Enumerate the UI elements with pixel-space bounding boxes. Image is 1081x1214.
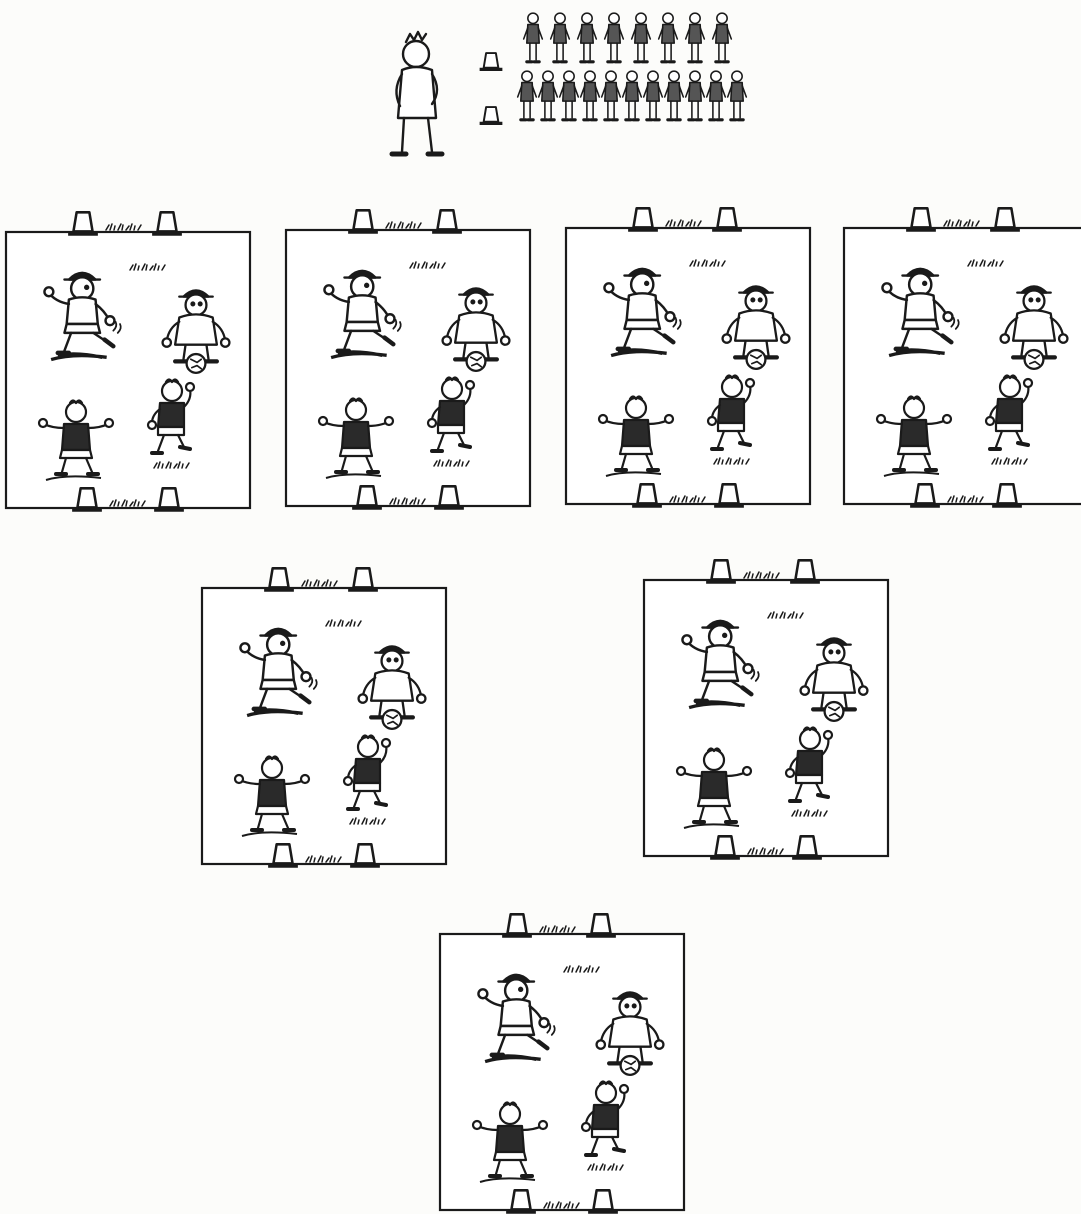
group-player-icon [551, 13, 570, 62]
group-player-icon [581, 71, 600, 120]
group-player-icon [560, 71, 579, 120]
drill-field-icon [202, 568, 446, 867]
group-player-icon [659, 13, 678, 62]
players-group-icon [518, 13, 747, 120]
group-player-icon [632, 13, 651, 62]
drill-field-icon [566, 208, 810, 507]
drill-fields [6, 208, 1081, 1213]
group-player-icon [605, 13, 624, 62]
group-player-icon [686, 71, 705, 120]
group-player-icon [518, 71, 537, 120]
group-player-icon [602, 71, 621, 120]
drill-field-icon [6, 212, 250, 511]
drill-field-icon [286, 210, 530, 509]
group-cone-icon [480, 107, 503, 125]
group-player-icon [728, 71, 747, 120]
group-player-icon [524, 13, 543, 62]
drill-field-icon [644, 560, 888, 859]
group-player-icon [686, 13, 705, 62]
group-player-icon [623, 71, 642, 120]
group-player-icon [713, 13, 732, 62]
group-player-icon [707, 71, 726, 120]
group-player-icon [578, 13, 597, 62]
drill-field-icon [440, 914, 684, 1213]
group-player-icon [644, 71, 663, 120]
group-cone-icon [480, 53, 503, 71]
coach-figure-icon [392, 32, 442, 154]
drill-field-icon [844, 208, 1081, 507]
group-player-icon [665, 71, 684, 120]
group-player-icon [539, 71, 558, 120]
